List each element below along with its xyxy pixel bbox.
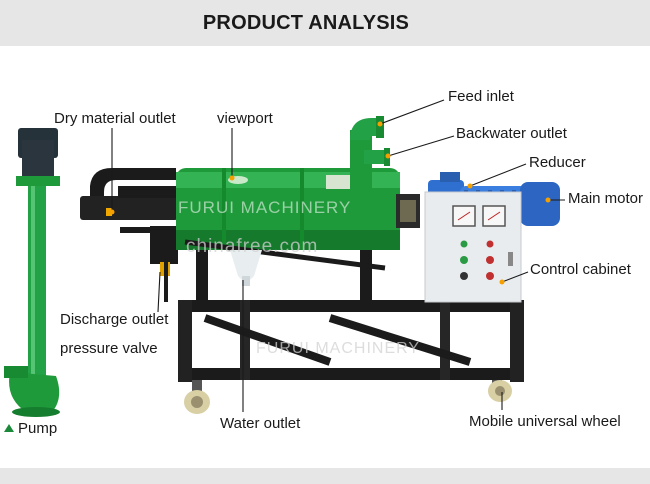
control-cabinet-box	[424, 191, 522, 303]
label-pump: Pump	[4, 420, 57, 437]
header-band	[0, 0, 650, 46]
pump-pointer-icon	[4, 424, 14, 432]
dry-outlet-arm	[80, 168, 178, 220]
footer-band	[0, 468, 650, 484]
label-mobile-universal-wheel: Mobile universal wheel	[469, 413, 621, 430]
brand-watermark-frame: FURUI MACHINERY	[256, 340, 421, 357]
callout-lines	[111, 99, 565, 412]
frame-stand	[178, 232, 524, 382]
label-water-outlet: Water outlet	[220, 415, 301, 432]
label-control-cabinet: Control cabinet	[530, 261, 631, 278]
brand-watermark-cylinder: FURUI MACHINERY	[178, 198, 352, 217]
page-title: PRODUCT ANALYSIS	[202, 12, 410, 34]
label-pump-text: Pump	[18, 420, 58, 437]
label-reducer: Reducer	[529, 154, 586, 171]
pump-illustration	[4, 128, 60, 417]
label-dry-material-outlet: Dry material outlet	[54, 110, 176, 127]
label-backwater-outlet: Backwater outlet	[456, 125, 567, 142]
water-outlet-funnel	[230, 250, 262, 286]
site-watermark: chinafree.com	[186, 236, 319, 257]
discharge-chute	[150, 226, 178, 302]
label-discharge-outlet: Discharge outlet	[60, 311, 169, 328]
label-pressure-valve: pressure valve	[60, 340, 158, 357]
wheel-set	[184, 380, 512, 414]
label-feed-inlet: Feed inlet	[448, 88, 514, 105]
callout-dots	[109, 121, 551, 285]
label-viewport: viewport	[217, 110, 273, 127]
label-main-motor: Main motor	[568, 190, 644, 207]
